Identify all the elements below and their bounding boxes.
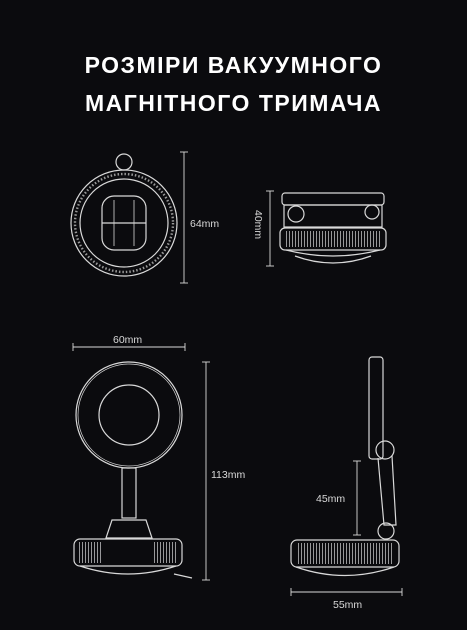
suction-cup [285, 249, 381, 257]
stand-arm [121, 467, 137, 519]
dimension-113mm [202, 361, 210, 581]
upper-hinge [375, 440, 395, 460]
lower-hinge [377, 522, 395, 540]
side-plate [368, 356, 384, 460]
side-closed-drawing [279, 192, 387, 264]
dimension-label-55mm: 55mm [333, 599, 362, 611]
hinge-body [283, 204, 383, 228]
outer-ring [70, 169, 178, 277]
knurled-base [279, 227, 387, 251]
plate [281, 192, 385, 206]
knurled-ring [73, 172, 175, 274]
dimension-40mm [266, 190, 274, 267]
dimension-60mm [72, 343, 186, 351]
inner-ring [79, 178, 169, 268]
dimension-45mm [353, 460, 361, 536]
magnet-ring-outer [75, 361, 183, 469]
dimension-label-113mm: 113mm [211, 469, 245, 481]
arm-joint [105, 519, 153, 539]
release-tab [173, 573, 193, 579]
top-view-drawing [70, 153, 178, 277]
title-line-2: МАГНІТНОГО ТРИМАЧА [84, 90, 383, 116]
front-view-drawing [73, 361, 193, 579]
dimension-label-60mm: 60mm [113, 334, 142, 346]
side-open-drawing [290, 356, 400, 577]
front-base [73, 538, 183, 567]
hinge-right [364, 204, 380, 220]
front-suction-cup [79, 565, 177, 575]
side-base [290, 539, 400, 568]
dimension-64mm [180, 151, 188, 284]
side-arm [377, 455, 397, 526]
hanging-loop [115, 153, 133, 171]
dimension-55mm [290, 588, 403, 596]
hinge-left [287, 205, 305, 223]
page-title: РОЗМІРИ ВАКУУМНОГО МАГНІТНОГО ТРИМАЧА [0, 46, 467, 122]
dimension-label-40mm: 40mm [252, 210, 264, 239]
title-line-1: РОЗМІРИ ВАКУУМНОГО [84, 52, 383, 78]
side-suction-cup [295, 566, 395, 577]
magnet-center [98, 384, 160, 446]
dimension-label-45mm: 45mm [316, 493, 345, 505]
dimension-label-64mm: 64mm [190, 218, 219, 230]
